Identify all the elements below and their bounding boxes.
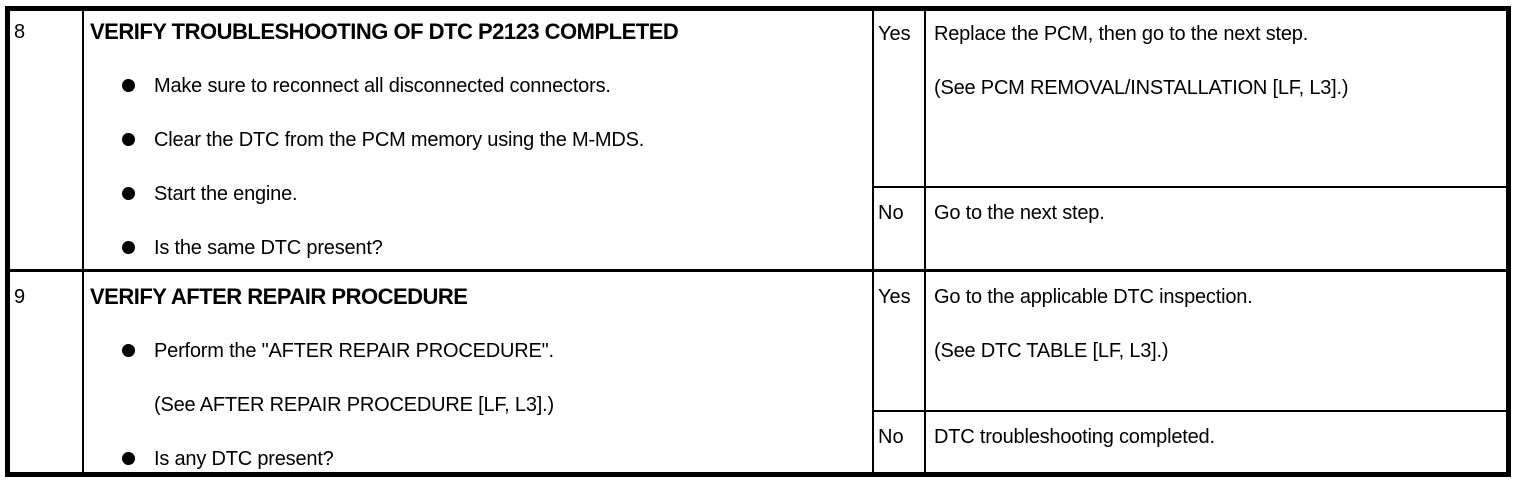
bullet-icon xyxy=(122,241,135,254)
yes-label-cell: Yes xyxy=(874,272,926,410)
no-label-cell: No xyxy=(874,412,926,472)
no-action-cell: Go to the next step. xyxy=(926,188,1506,269)
action-item: Start the engine. xyxy=(122,181,872,207)
action-item-text: (See AFTER REPAIR PROCEDURE [LF, L3].) xyxy=(154,394,554,416)
action-item: Make sure to reconnect all disconnected … xyxy=(122,73,872,99)
action-item-text: Perform the "AFTER REPAIR PROCEDURE". xyxy=(154,340,554,362)
step-number: 9 xyxy=(14,286,26,308)
action-title: VERIFY TROUBLESHOOTING OF DTC P2123 COMP… xyxy=(90,19,679,44)
action-item: Is the same DTC present? xyxy=(122,235,872,261)
yes-subrow: Yes Replace the PCM, then go to the next… xyxy=(874,11,1506,188)
result-line: Go to the applicable DTC inspection. xyxy=(934,286,1253,308)
step-number-cell: 9 xyxy=(10,272,84,472)
yes-action-cell: Replace the PCM, then go to the next ste… xyxy=(926,11,1506,186)
action-item-continuation: (See AFTER REPAIR PROCEDURE [LF, L3].) xyxy=(122,392,872,418)
yes-subrow: Yes Go to the applicable DTC inspection.… xyxy=(874,272,1506,412)
bullet-icon xyxy=(122,79,135,92)
action-item-text: Make sure to reconnect all disconnected … xyxy=(154,75,611,97)
yes-label-cell: Yes xyxy=(874,11,926,186)
action-cell: VERIFY TROUBLESHOOTING OF DTC P2123 COMP… xyxy=(84,11,874,269)
table-row-step-9: 9 VERIFY AFTER REPAIR PROCEDURE Perform … xyxy=(10,272,1506,472)
bullet-icon xyxy=(122,452,135,465)
action-cell: VERIFY AFTER REPAIR PROCEDURE Perform th… xyxy=(84,272,874,472)
step-number-cell: 8 xyxy=(10,11,84,269)
no-subrow: No Go to the next step. xyxy=(874,188,1506,269)
results-column: Yes Go to the applicable DTC inspection.… xyxy=(874,272,1506,472)
result-line: DTC troubleshooting completed. xyxy=(934,426,1215,448)
action-item: Perform the "AFTER REPAIR PROCEDURE". xyxy=(122,338,872,364)
no-label-cell: No xyxy=(874,188,926,269)
action-item-text: Is any DTC present? xyxy=(154,448,334,470)
action-item-text: Is the same DTC present? xyxy=(154,237,383,259)
table-row-step-8: 8 VERIFY TROUBLESHOOTING OF DTC P2123 CO… xyxy=(10,11,1506,272)
no-action-cell: DTC troubleshooting completed. xyxy=(926,412,1506,472)
result-line: Replace the PCM, then go to the next ste… xyxy=(934,23,1309,45)
no-subrow: No DTC troubleshooting completed. xyxy=(874,412,1506,472)
action-item: Clear the DTC from the PCM memory using … xyxy=(122,127,872,153)
results-column: Yes Replace the PCM, then go to the next… xyxy=(874,11,1506,269)
yes-action-cell: Go to the applicable DTC inspection. (Se… xyxy=(926,272,1506,410)
action-item-text: Start the engine. xyxy=(154,183,298,205)
result-line: (See PCM REMOVAL/INSTALLATION [LF, L3].) xyxy=(934,77,1349,99)
result-line: (See DTC TABLE [LF, L3].) xyxy=(934,340,1169,362)
action-item-text: Clear the DTC from the PCM memory using … xyxy=(154,129,645,151)
action-title: VERIFY AFTER REPAIR PROCEDURE xyxy=(90,284,468,309)
bullet-icon xyxy=(122,187,135,200)
step-number: 8 xyxy=(14,21,26,43)
bullet-icon xyxy=(122,133,135,146)
bullet-icon xyxy=(122,344,135,357)
action-item: Is any DTC present? xyxy=(122,446,872,472)
result-line: Go to the next step. xyxy=(934,202,1105,224)
troubleshooting-table: 8 VERIFY TROUBLESHOOTING OF DTC P2123 CO… xyxy=(5,6,1511,477)
